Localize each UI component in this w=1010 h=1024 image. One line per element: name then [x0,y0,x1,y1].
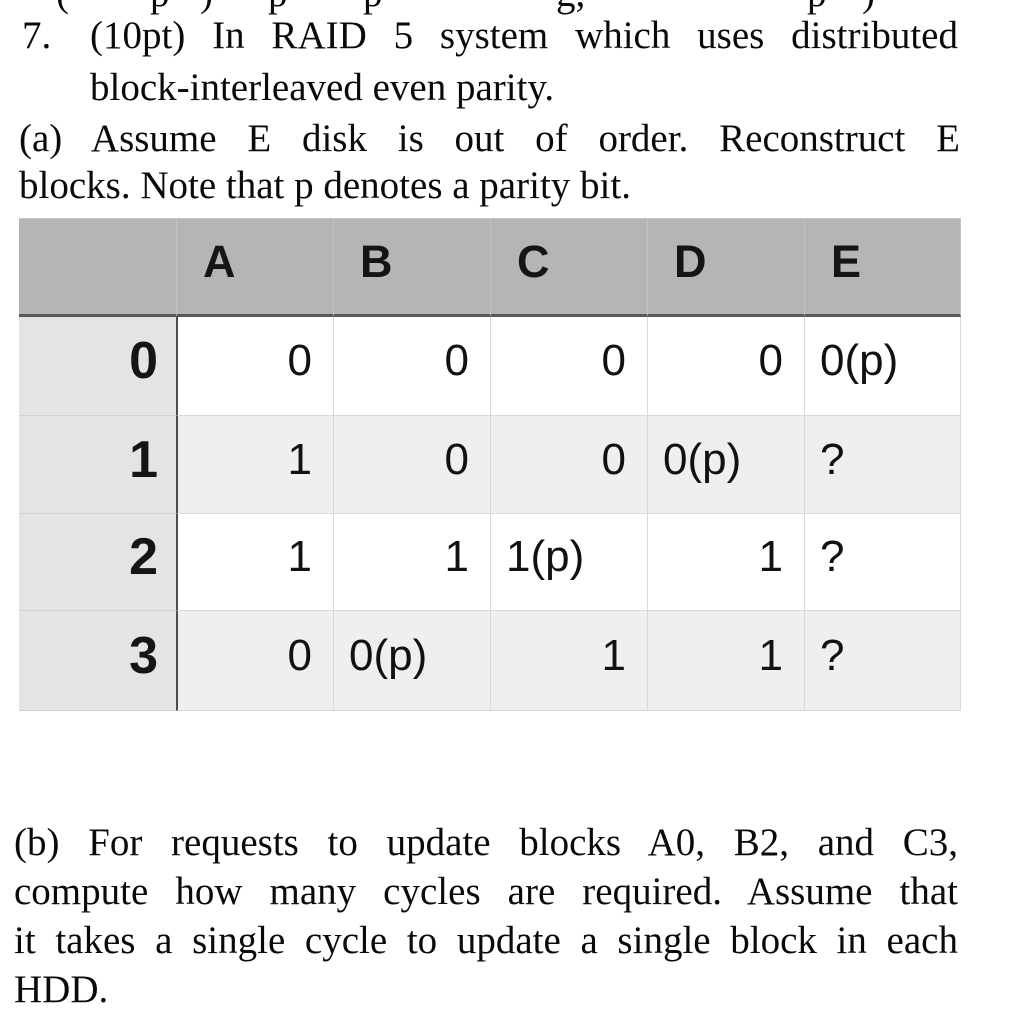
part-b-line-3: it takes a single cycle to update a sing… [14,919,958,962]
cell-a0: 0 [176,317,333,416]
column-header-b: B [333,218,490,317]
cell-c0: 0 [490,317,647,416]
clipped-glyph: ) [862,0,875,13]
cell-b0: 0 [333,317,490,416]
cell-b1: 0 [333,416,490,514]
clipped-glyph: p [268,0,288,13]
cell-e2: ? [804,514,961,611]
clipped-previous-line: ( p ) p p g, p ) [0,0,1010,22]
cell-d1: 0(p) [647,416,804,514]
row-label-1: 1 [19,416,176,514]
row-label-2: 2 [19,514,176,611]
cell-e3: ? [804,611,961,711]
clipped-glyph: ) [200,0,213,13]
raid-table: A B C D E 0 0 0 0 0 0(p) 1 1 0 0 0(p) ? … [19,218,961,711]
cell-d0: 0 [647,317,804,416]
clipped-glyph: p [363,0,383,13]
cell-c1: 0 [490,416,647,514]
column-header-e: E [804,218,961,317]
cell-e0: 0(p) [804,317,961,416]
cell-a2: 1 [176,514,333,611]
column-header-a: A [176,218,333,317]
part-b-line-1: (b) For requests to update blocks A0, B2… [14,821,958,864]
row-label-0: 0 [19,317,176,416]
cell-c2: 1(p) [490,514,647,611]
part-a-line-1: (a) Assume E disk is out of order. Recon… [19,117,960,160]
question-text-line-1: (10pt) In RAID 5 system which uses distr… [90,14,958,57]
part-a-line-2: blocks. Note that p denotes a parity bit… [19,164,631,207]
question-text-line-2: block-interleaved even parity. [90,66,555,109]
cell-d3: 1 [647,611,804,711]
cell-e1: ? [804,416,961,514]
clipped-glyph: p [150,0,170,13]
clipped-glyph: g, [556,0,585,13]
table-corner-cell [19,218,176,317]
cell-b2: 1 [333,514,490,611]
clipped-glyph: ( [56,0,69,13]
cell-c3: 1 [490,611,647,711]
row-label-3: 3 [19,611,176,711]
column-header-d: D [647,218,804,317]
clipped-glyph: p [807,0,827,13]
part-b-line-2: compute how many cycles are required. As… [14,870,958,913]
cell-a1: 1 [176,416,333,514]
cell-a3: 0 [176,611,333,711]
cell-d2: 1 [647,514,804,611]
question-number: 7. [22,14,52,57]
cell-b3: 0(p) [333,611,490,711]
column-header-c: C [490,218,647,317]
part-b-line-4: HDD. [14,968,109,1011]
